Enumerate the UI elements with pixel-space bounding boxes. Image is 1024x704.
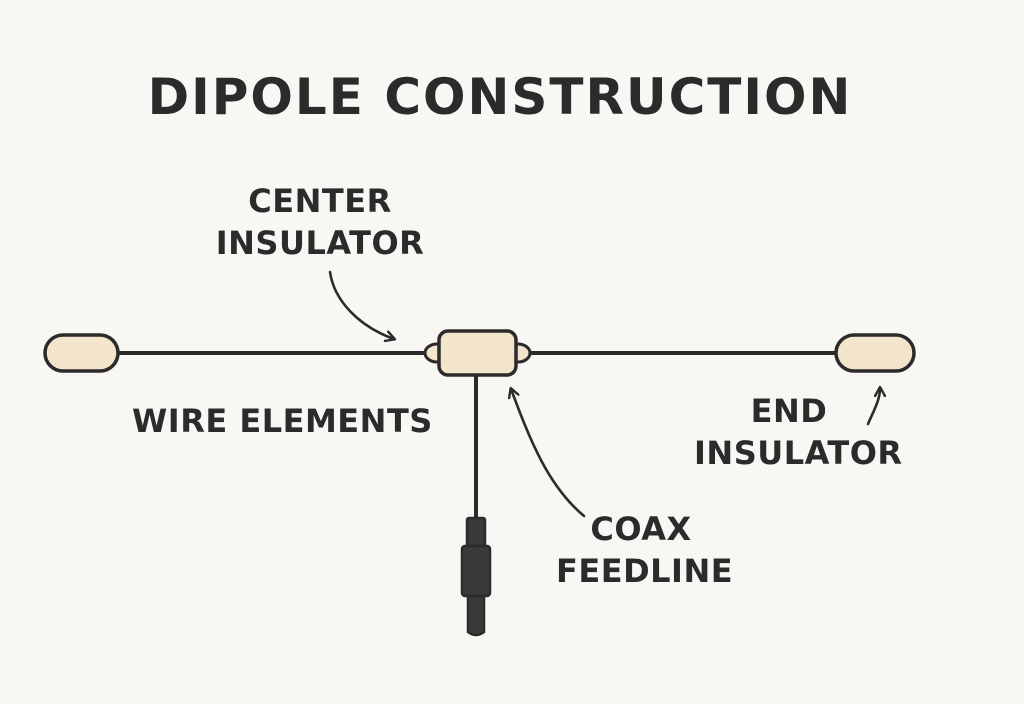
end-insulator-label-line-1: END [750,392,828,430]
coax-connector-body [460,544,492,598]
coax-feedline-arrow [511,389,586,518]
coax-feedline-label: COAX FEEDLINE [556,508,734,592]
end-insulator-arrow [866,388,880,426]
end-insulator-label: END INSULATOR [694,390,903,474]
wire-elements-label: WIRE ELEMENTS [132,402,433,440]
coax-feedline-label-line-2: FEEDLINE [556,552,734,590]
end-insulator-label-line-2: INSULATOR [694,434,903,472]
coax-connector-collar [465,516,487,550]
coax-feedline-label-line-1: COAX [590,510,692,548]
left-end-insulator [43,333,120,373]
coax-cable-end [466,594,486,637]
center-insulator-label-line-1: CENTER [248,182,392,220]
right-end-insulator [834,333,916,373]
center-insulator-label: CENTER INSULATOR [210,180,430,264]
center-insulator-label-line-2: INSULATOR [215,224,425,262]
center-insulator-arrow [328,270,394,339]
center-insulator [437,329,518,377]
diagram-title: DIPOLE CONSTRUCTION [147,68,853,126]
